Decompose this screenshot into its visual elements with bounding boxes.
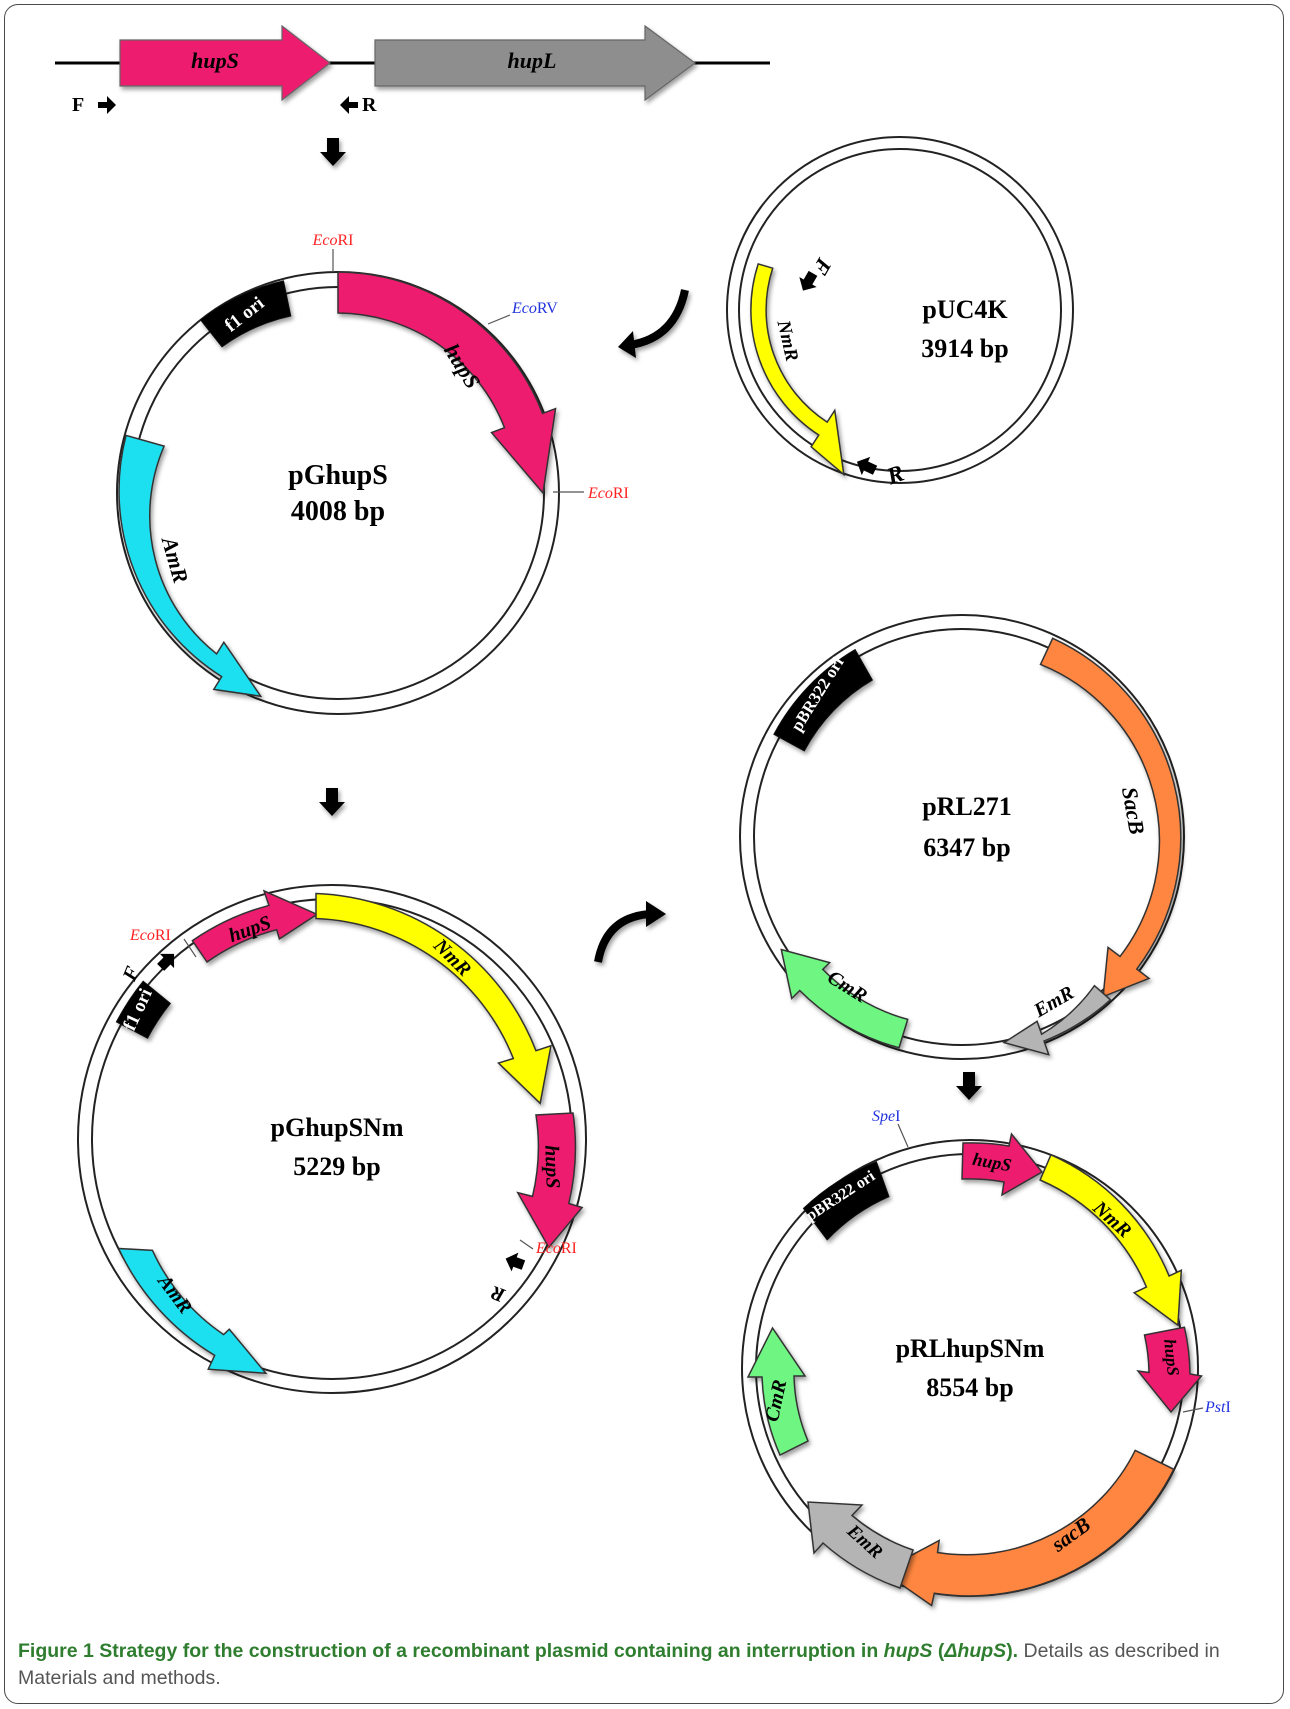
pghupsnm-primer-f-arrow: [157, 953, 175, 971]
pghupsnm-amr-gene: [117, 1247, 268, 1375]
prl271-name: pRL271: [922, 792, 1012, 821]
caption-gene: hupS: [883, 1640, 933, 1662]
prl271-emr-gene: [1002, 984, 1112, 1056]
plasmid-puc4k: NmR pUC4K 3914 bp F R: [726, 136, 1074, 491]
operon-primer-r-arrow: [340, 96, 358, 114]
plasmid-pghupsnm: f1 ori hupS NmR hupS AmR pGhupSNm 5229 b…: [77, 884, 587, 1394]
prl271-ori-block: [773, 648, 874, 752]
flow-down-arrow-3: [956, 1072, 982, 1100]
puc4k-name: pUC4K: [922, 295, 1008, 324]
flow-down-arrow-2: [319, 788, 345, 816]
plasmid-prl271: pBR322 ori SacB EmR CmR pRL271 6347 bp: [739, 614, 1185, 1060]
pghupsnm-size: 5229 bp: [293, 1152, 380, 1181]
caption-delta-gene: ΔhupS: [944, 1640, 1007, 1662]
caption-title-c: ).: [1006, 1640, 1019, 1662]
prl271-cmr-gene: [780, 948, 909, 1049]
caption-label: Figure 1: [18, 1640, 94, 1662]
prlhupsnm-hups1-gene: [961, 1132, 1044, 1197]
figure-frame: [4, 4, 1284, 1704]
hupl-gene-arrow: [374, 24, 697, 102]
pghupsnm-primer-r-label: R: [488, 1281, 509, 1307]
flow-curved-arrow-right: [594, 901, 666, 963]
pghups-name: pGhupS: [288, 460, 388, 491]
caption-title: Figure 1 Strategy for the construction o…: [18, 1640, 1018, 1662]
plasmid-construction-diagram: hupS hupL F R NmR pUC4K 3914 bp F R f1 o…: [55, 24, 1231, 1607]
pghupsnm-ecori-bottom-site: EcoRI: [535, 1240, 577, 1257]
prlhupsnm-spei-site: SpeI: [872, 1108, 900, 1125]
prl271-size: 6347 bp: [923, 833, 1010, 862]
pghups-hups-gene: [337, 271, 557, 495]
pghupsnm-f1ori-block: [115, 980, 172, 1039]
prlhupsnm-name: pRLhupSNm: [896, 1334, 1045, 1363]
flow-down-arrow-1: [320, 138, 346, 166]
pghupsnm-hups1-gene: [191, 889, 319, 964]
operon-hupl-label: hupL: [508, 48, 557, 73]
pghupsnm-ecori-top-site: EcoRI: [129, 927, 171, 944]
puc4k-size: 3914 bp: [921, 334, 1008, 363]
operon-hups-label: hupS: [191, 48, 239, 73]
prlhupsnm-hups2-gene: [1136, 1326, 1203, 1414]
pghupsnm-primer-r-arrow: [505, 1252, 526, 1272]
pghupsnm-hups2-gene: [516, 1112, 584, 1249]
operon-primer-f-label: F: [72, 94, 84, 116]
operon-primer-r-label: R: [362, 94, 377, 116]
flow-curved-arrow-left: [618, 289, 689, 358]
prlhupsnm-sacb-gene: [880, 1449, 1175, 1607]
pghups-f1ori-block: [199, 280, 292, 348]
puc4k-primer-r-arrow: [856, 456, 878, 476]
pghups-size: 4008 bp: [291, 496, 385, 527]
hups-gene-arrow: [119, 24, 331, 102]
caption-details: Details as described in Materials and me…: [18, 1640, 1220, 1689]
caption-title-a: Strategy for the construction of a recom…: [99, 1640, 884, 1662]
pghups-ecorv-site: EcoRV: [511, 300, 558, 317]
pghups-ecori-top-site: EcoRI: [312, 232, 354, 249]
prlhupsnm-ori-block: [802, 1161, 890, 1241]
puc4k-nmr-gene: [750, 263, 845, 477]
plasmid-prlhupsnm: pBR322 ori hupS NmR hupS sacB EmR CmR pR…: [741, 1108, 1231, 1607]
plasmid-pghups: f1 ori hupS AmR pGhupS 4008 bp EcoRI Eco…: [116, 232, 629, 715]
hup-operon: hupS hupL F R: [55, 24, 770, 116]
prlhupsnm-emr-gene: [807, 1501, 914, 1589]
prlhupsnm-size: 8554 bp: [926, 1373, 1013, 1402]
figure-caption: Figure 1 Strategy for the construction o…: [18, 1638, 1268, 1692]
operon-primer-f-arrow: [98, 96, 116, 114]
caption-title-b: (: [932, 1640, 945, 1662]
pghups-ecori-right-site: EcoRI: [587, 485, 629, 502]
prlhupsnm-cmr-gene: [746, 1326, 809, 1457]
puc4k-primer-f-arrow: [799, 270, 818, 291]
pghups-amr-gene: [118, 434, 263, 698]
prlhupsnm-nmr-gene: [1039, 1153, 1183, 1327]
pghupsnm-name: pGhupSNm: [271, 1113, 404, 1142]
pghupsnm-hups2-label: hupS: [540, 1145, 564, 1189]
prlhupsnm-psti-site: PstI: [1204, 1399, 1231, 1416]
prlhupsnm-hups2-label: hupS: [1160, 1338, 1183, 1377]
pghupsnm-nmr-gene: [315, 892, 552, 1105]
